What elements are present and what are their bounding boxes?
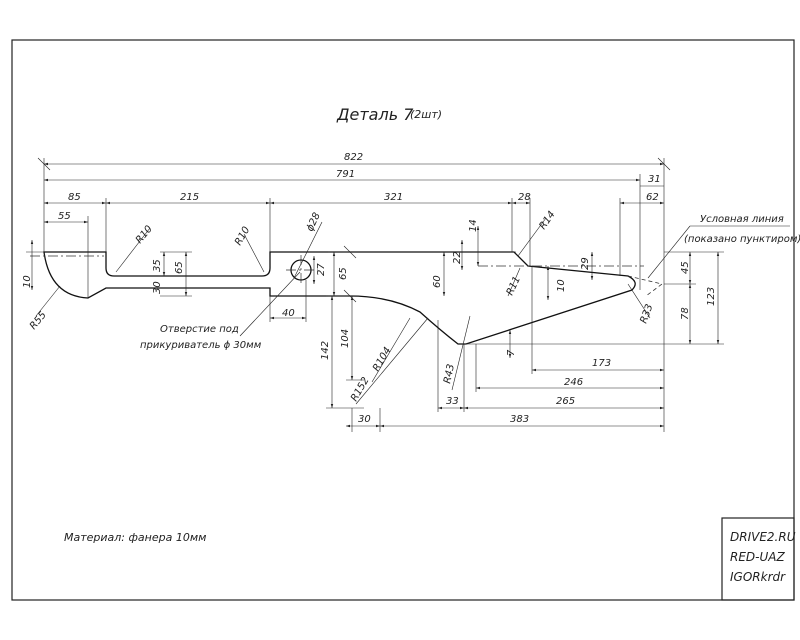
dim-7: 7 — [506, 349, 517, 356]
dim-62: 62 — [646, 192, 659, 203]
dim-29: 29 — [580, 257, 591, 270]
hole-note-line-2: прикуриватель ϕ 30мм — [140, 340, 262, 351]
dim-r11: R11 — [505, 275, 523, 297]
dim-22: 22 — [452, 251, 463, 264]
dim-173: 173 — [592, 358, 611, 369]
dim-10-left: 10 — [22, 275, 33, 288]
dim-45: 45 — [680, 261, 691, 274]
dim-14: 14 — [468, 219, 479, 232]
dim-r104: R104 — [371, 345, 394, 373]
dim-60: 60 — [432, 275, 443, 288]
dim-40: 40 — [282, 308, 295, 319]
material-note: Материал: фанера 10мм — [64, 531, 206, 544]
dim-55: 55 — [58, 211, 71, 222]
dim-r43: R43 — [442, 363, 457, 385]
dim-27: 27 — [316, 263, 327, 276]
dim-r55: R55 — [28, 310, 49, 332]
dim-215: 215 — [180, 192, 199, 203]
dim-28: 28 — [518, 192, 531, 203]
dim-r33: R33 — [638, 303, 655, 325]
dimension-lines — [26, 157, 790, 432]
dim-78: 78 — [680, 307, 691, 320]
dim-791: 791 — [336, 169, 355, 180]
dim-822: 822 — [344, 152, 363, 163]
stamp-line-2: RED-UAZ — [730, 550, 785, 564]
dim-30-left: 30 — [152, 281, 163, 294]
dim-10-right: 10 — [556, 279, 567, 292]
dim-383: 383 — [510, 414, 529, 425]
stamp-line-3: IGORkrdr — [730, 570, 786, 584]
stamp-line-1: DRIVE2.RU — [730, 530, 796, 544]
dim-35: 35 — [152, 259, 163, 272]
sheet-frame — [11, 39, 795, 601]
dim-r14: R14 — [537, 209, 557, 231]
dim-142: 142 — [320, 341, 331, 360]
dim-r10-left: R10 — [134, 224, 155, 246]
dim-321: 321 — [384, 192, 403, 203]
dim-85: 85 — [68, 192, 81, 203]
drawing-qty: (2шт) — [410, 108, 442, 121]
dim-31: 31 — [648, 174, 661, 185]
hole-note-line-1: Отверстие под — [160, 324, 239, 335]
dim-123: 123 — [706, 287, 717, 306]
dim-65-right: 65 — [338, 267, 349, 280]
center-lines — [30, 255, 644, 285]
cond-note-line-1: Условная линия — [700, 214, 784, 225]
dim-33: 33 — [446, 396, 459, 407]
stamp-box — [721, 517, 795, 601]
dim-30-bottom: 30 — [358, 414, 371, 425]
dim-246: 246 — [564, 377, 583, 388]
dimension-texts: 822 791 85 215 321 28 31 62 55 10 R55 R1… — [22, 152, 800, 425]
drawing-title: Деталь 7 — [336, 105, 414, 124]
dim-265: 265 — [556, 396, 575, 407]
dim-65-left: 65 — [174, 261, 185, 274]
dim-phi28: ϕ28 — [305, 211, 323, 233]
dim-104: 104 — [340, 329, 351, 348]
cond-note-line-2: (показано пунктиром) — [684, 234, 800, 245]
